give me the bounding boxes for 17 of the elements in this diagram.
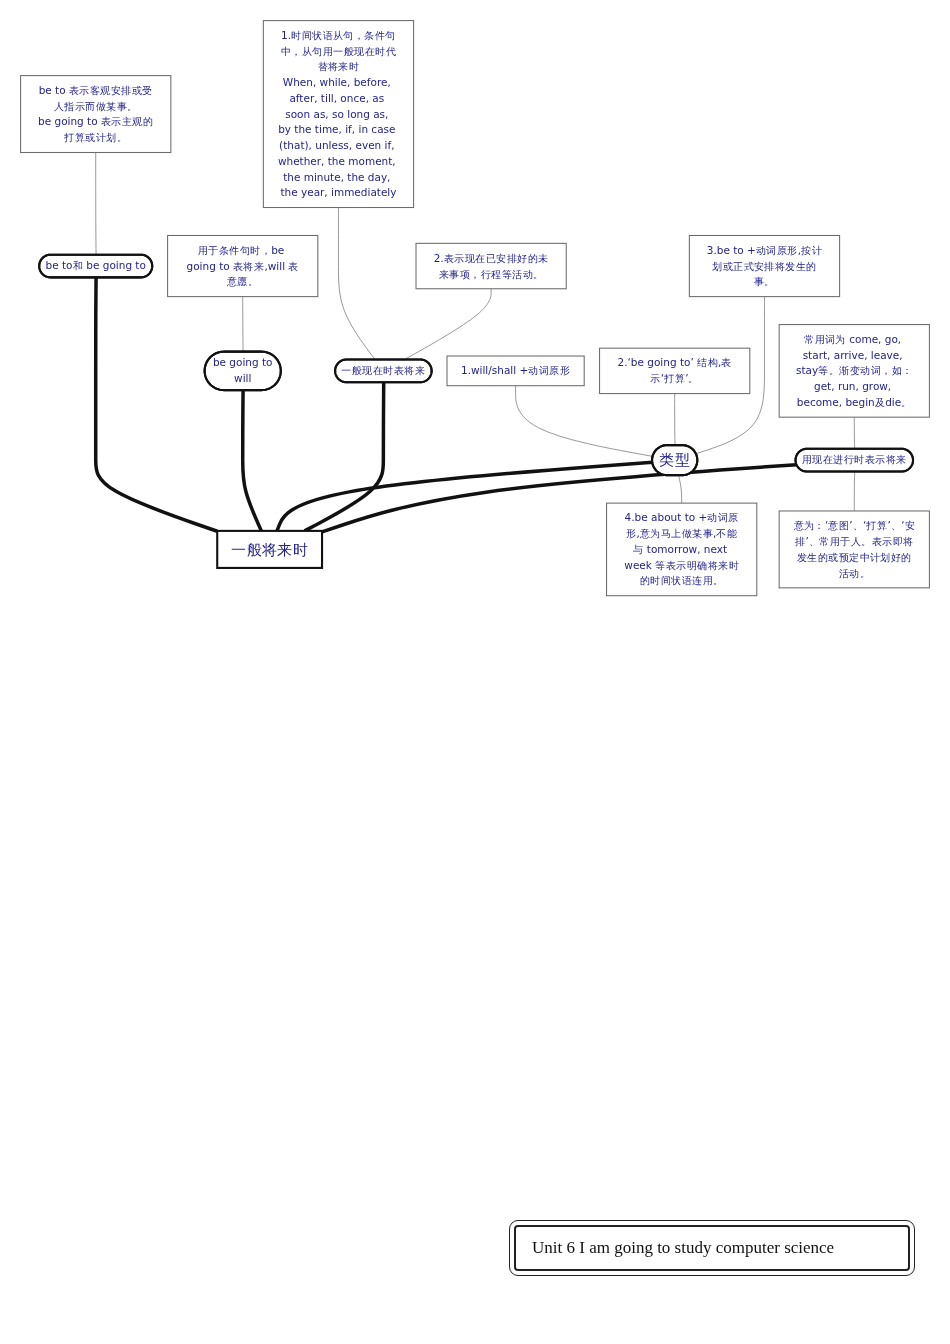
node-box: 常用词为 come, go, start, arrive, leave, stay等。渐变动词，如：get, run, grow, become, begin及die。 [778, 324, 930, 418]
node-box: 1.时间状语从句，条件句中，从句用一般现在时代替将来时 When, while, before, after, till, once, as soon as, so long as, by the time, if, in case (that), unless, even if, whether, the moment, the minute, the day, the year, immediately [262, 20, 415, 209]
node-box: 1.will/shall +动词原形 [446, 355, 585, 387]
node-box: 4.be about to +动词原形,意为马上做某事,不能与 tomorrow, next week 等表示明确将来时的时间状语连用。 [606, 502, 758, 597]
node-box: 用于条件句时，be going to 表将来,will 表意愿。 [167, 234, 319, 298]
node-box: 2.‘be going to’ 结构,表示‘打算’。 [599, 347, 751, 395]
node-box: 3.be to +动词原形,按计划或正式安排将发生的事。 [688, 234, 841, 298]
node-box: be to 表示客观安排或受人指示而做某事。 be going to 表示主观的打算或计划。 [20, 75, 172, 153]
node-box: 一般将来时 [216, 529, 324, 569]
connector [321, 462, 797, 534]
connector [93, 277, 218, 533]
connector [853, 471, 855, 512]
node-box: 意为：‘意图’、‘打算’、‘安排’、常用于人。表示即将发生的或预定中计划好的活动。 [778, 510, 930, 589]
connector [674, 393, 676, 446]
connector [678, 475, 682, 504]
node-box: 2.表示现在已安排好的未来事项，行程等活动。 [415, 242, 567, 290]
connector [695, 296, 765, 455]
